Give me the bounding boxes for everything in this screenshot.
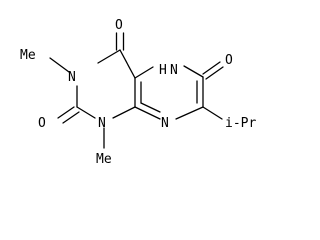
bond-c2-o-2 (62, 111, 80, 124)
atom-n5-h: H (159, 63, 167, 78)
bond-n1-c8a (112, 106, 136, 119)
atom-n3: N (68, 70, 76, 85)
bond-c6-o-1 (202, 61, 221, 75)
bond-n5-c6 (183, 65, 204, 78)
atom-n1: N (98, 116, 106, 131)
bonds (49, 32, 224, 149)
atom-n5: N (170, 63, 178, 78)
bond-c4-n3 (97, 49, 121, 64)
bond-c7-isopropyl (202, 106, 223, 120)
atom-o-top: O (115, 18, 123, 33)
atom-labels: O H N O N Me O N Me N i-Pr (20, 18, 256, 167)
bond-c4a-n5 (134, 66, 154, 79)
atom-n8: N (161, 116, 169, 131)
bond-c2-n1 (76, 106, 96, 119)
atom-o-bottom: O (38, 116, 46, 131)
bond-c2-o-1 (57, 106, 75, 119)
bond-c6-o-2 (205, 66, 224, 80)
atom-o-right: O (225, 53, 233, 68)
bond-n8-c8a (134, 106, 161, 120)
bond-n3-methyl (49, 57, 70, 73)
molecule-structure: O H N O N Me O N Me N i-Pr (20, 18, 256, 167)
isopropyl-group: i-Pr (225, 116, 256, 131)
bond-c7-n8 (175, 106, 204, 120)
bond-c4a-c4 (119, 49, 136, 79)
methyl-n3: Me (20, 48, 36, 63)
bond-n8-c8a-inner (140, 102, 161, 113)
methyl-n1: Me (96, 152, 112, 167)
